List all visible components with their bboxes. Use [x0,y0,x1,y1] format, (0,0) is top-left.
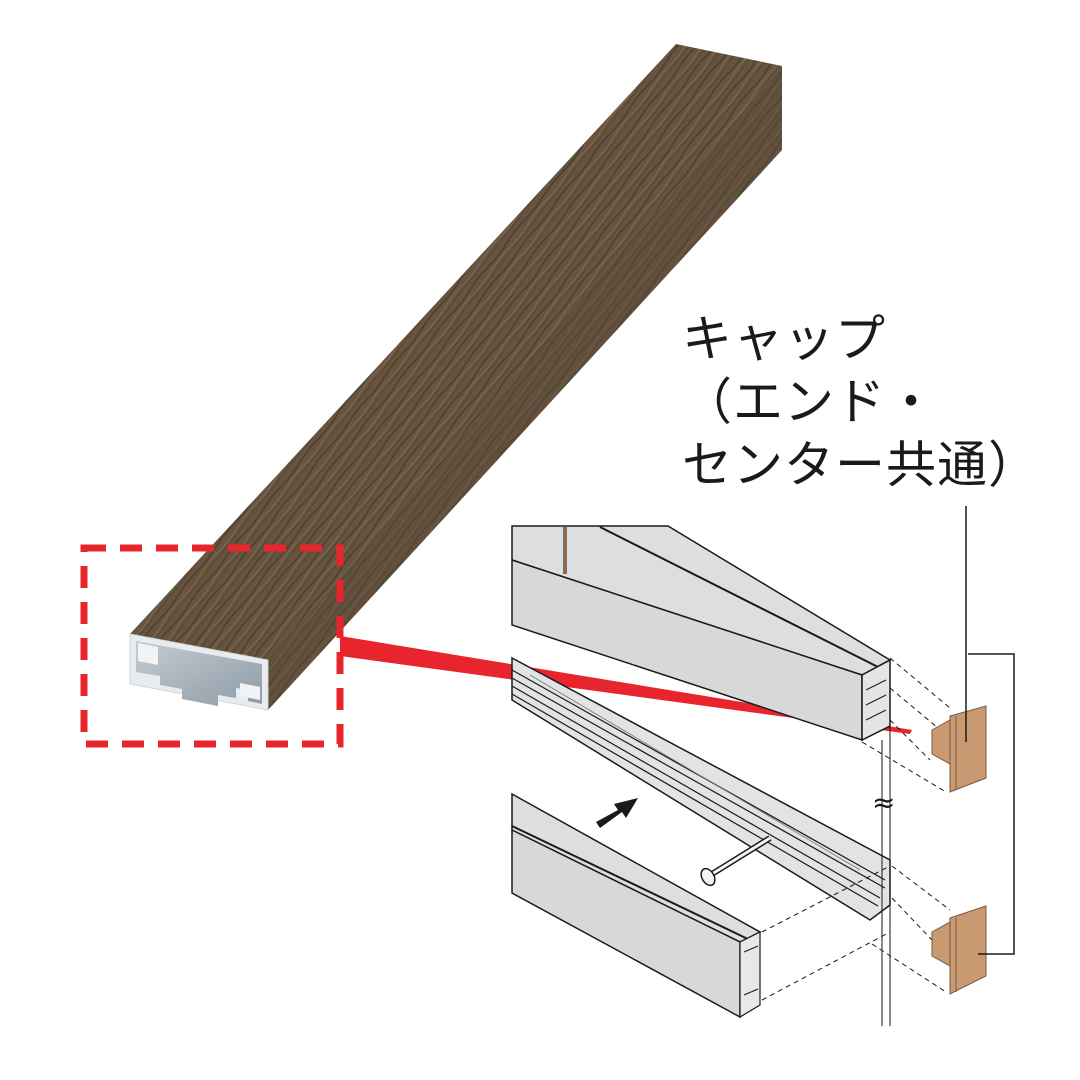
insert-arrow-icon [596,798,638,828]
middle-channel [511,656,891,921]
lower-rail [511,792,762,1019]
end-cap-upper [931,705,987,793]
profile-highlight-box [80,544,344,748]
cap-label-line-3: センター共通） [682,436,1039,494]
wood-grain-rail [129,44,782,711]
cap-label-line-1: キャップ [682,310,886,368]
cap-label: キャップ （エンド・ センター共通） [682,308,1039,497]
upper-rail [511,525,892,742]
screw [700,835,772,887]
end-cap-lower [931,905,987,995]
cap-label-line-2: （エンド・ [682,373,937,431]
rail-end-profile [129,633,269,711]
leader-lines [965,506,1015,955]
post [881,726,891,1026]
break-symbol: ≈ [872,786,895,819]
projection-lines [761,657,951,1001]
